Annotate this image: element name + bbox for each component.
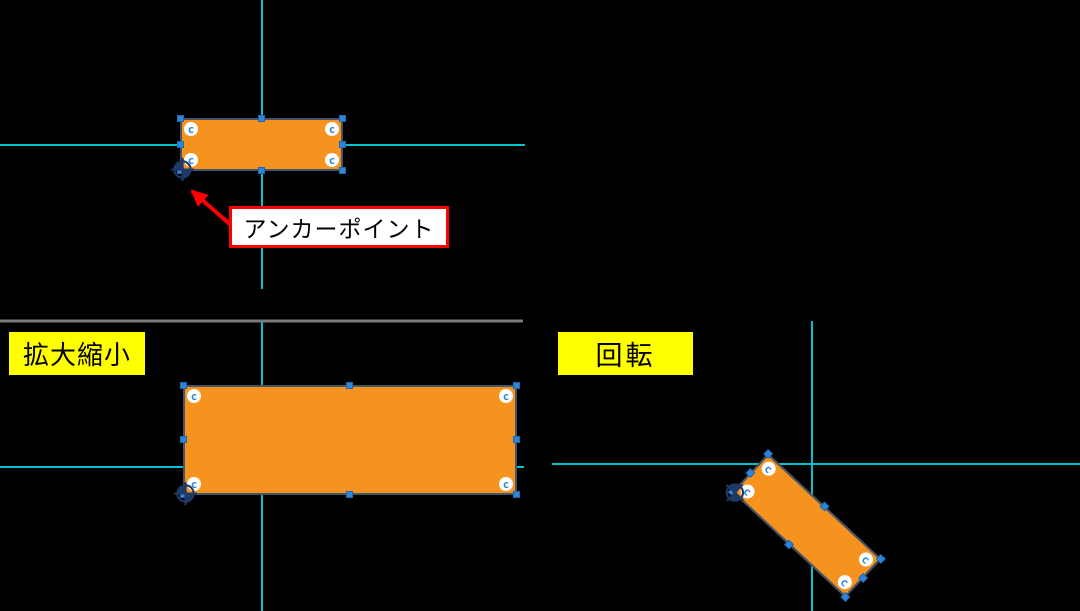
anchor-point-icon[interactable] (174, 482, 197, 505)
resize-handle[interactable] (763, 448, 774, 459)
resize-handle[interactable] (177, 140, 184, 148)
resize-handle[interactable] (257, 115, 265, 122)
anchor-point-callout-text: アンカーポイント (243, 216, 435, 242)
scale-section-label-text: 拡大縮小 (22, 340, 131, 370)
rotate-section-label-text: 回転 (595, 341, 656, 371)
resize-handle[interactable] (513, 491, 520, 498)
rotate-section-label: 回転 (558, 332, 693, 375)
anchor-point-icon[interactable] (171, 158, 194, 181)
rotate-handle-icon[interactable]: c (499, 389, 513, 403)
resize-handle[interactable] (819, 501, 830, 512)
resize-handle[interactable] (339, 140, 346, 148)
resize-handle[interactable] (346, 491, 353, 498)
rotate-handle-icon[interactable]: c (758, 458, 779, 479)
panel-divider (0, 319, 523, 323)
rotate-handle-icon[interactable]: c (834, 572, 855, 593)
resize-handle[interactable] (257, 167, 265, 174)
resize-handle[interactable] (339, 167, 346, 174)
resize-handle[interactable] (177, 115, 184, 122)
resize-handle[interactable] (180, 382, 187, 389)
shape-rectangle-scaled[interactable]: c c c c (174, 382, 520, 505)
resize-handle[interactable] (513, 436, 520, 443)
resize-handle[interactable] (180, 436, 187, 443)
crosshair-vertical-line (811, 321, 813, 611)
shape-rectangle-rotated[interactable]: c c c c (725, 448, 886, 602)
resize-handle[interactable] (745, 467, 756, 478)
callout-arrow-icon (190, 189, 235, 229)
rotate-handle-icon[interactable]: c (499, 477, 513, 491)
rotate-handle-icon[interactable]: c (325, 153, 339, 167)
resize-handle[interactable] (858, 572, 869, 583)
rotate-handle-icon[interactable]: c (187, 389, 201, 403)
anchor-point-callout: アンカーポイント (229, 206, 449, 248)
crosshair-horizontal-line (552, 463, 1080, 465)
rotate-handle-icon[interactable]: c (184, 122, 198, 136)
resize-handle[interactable] (783, 539, 794, 550)
resize-handle[interactable] (875, 554, 886, 564)
shape-rectangle-original[interactable]: c c c c (171, 115, 346, 181)
rotate-handle-icon[interactable]: c (856, 549, 876, 570)
resize-handle[interactable] (513, 382, 520, 389)
rotate-handle-icon[interactable]: c (325, 122, 339, 136)
scale-section-label: 拡大縮小 (9, 332, 145, 375)
resize-handle[interactable] (840, 592, 851, 602)
resize-handle[interactable] (339, 115, 346, 122)
anchor-point-icon[interactable] (719, 476, 752, 509)
resize-handle[interactable] (346, 382, 353, 389)
